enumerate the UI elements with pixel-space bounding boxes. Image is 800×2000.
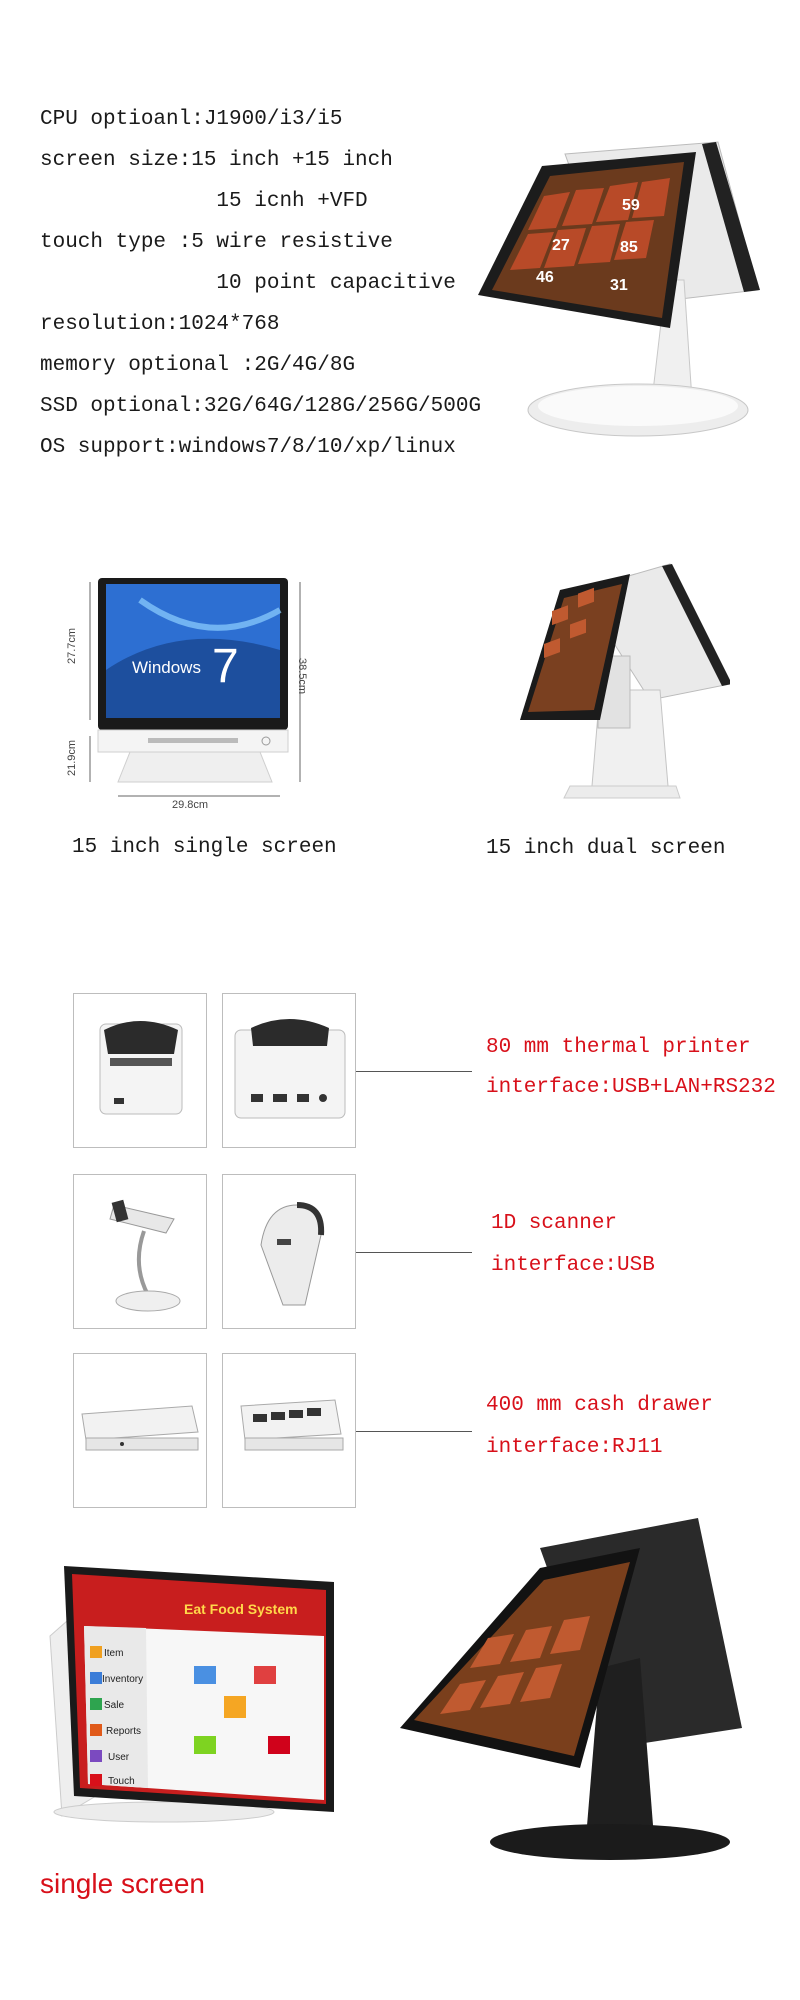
- price-label: 46: [536, 269, 554, 286]
- scanner-connector-line: [356, 1252, 472, 1253]
- menu-item-label: Item: [104, 1648, 123, 1659]
- dimension-total: 38.5cm: [296, 657, 309, 695]
- dual-screen-caption: 15 inch dual screen: [486, 837, 726, 860]
- windows-number: 7: [212, 640, 239, 693]
- spec-ssd: SSD optional:32G/64G/128G/256G/500G: [40, 395, 482, 418]
- printer-front-photo: [73, 993, 207, 1148]
- price-label: 59: [622, 197, 640, 214]
- printer-interface: interface:USB+LAN+RS232: [486, 1076, 776, 1099]
- spec-os: OS support:windows7/8/10/xp/linux: [40, 436, 456, 459]
- single-screen-caption: 15 inch single screen: [72, 836, 337, 859]
- single-screen-label: single screen: [40, 1868, 205, 1899]
- cash-drawer-name: 400 mm cash drawer: [486, 1394, 713, 1417]
- dimension-width: 29.8cm: [172, 799, 209, 811]
- menu-item-label: User: [108, 1752, 130, 1763]
- scanner-handheld-photo: [222, 1174, 356, 1329]
- printer-connector-line: [356, 1071, 472, 1072]
- menu-item-label: Reports: [106, 1726, 141, 1737]
- dual-screen-product-image: [520, 563, 730, 799]
- dimension-base: 21.9cm: [66, 739, 79, 777]
- printer-name: 80 mm thermal printer: [486, 1036, 751, 1059]
- spec-memory: memory optional :2G/4G/8G: [40, 354, 356, 377]
- spec-screen-size-alt: 15 icnh +VFD: [40, 190, 368, 213]
- price-label: 85: [620, 239, 638, 256]
- app-title: Eat Food System: [184, 1601, 298, 1617]
- cash-drawer-connector-line: [356, 1431, 472, 1432]
- single-screen-pos-photo: Item Inventory Sale Reports User Touch E…: [49, 1566, 334, 1823]
- printer-back-photo: [222, 993, 356, 1148]
- menu-item-label: Touch: [108, 1776, 135, 1787]
- menu-item-label: Sale: [104, 1700, 124, 1711]
- scanner-name: 1D scanner: [491, 1212, 618, 1235]
- spec-touch-type: touch type :5 wire resistive: [40, 231, 393, 254]
- menu-item-label: Inventory: [102, 1674, 143, 1685]
- price-label: 27: [552, 237, 570, 254]
- cash-drawer-closed-photo: [73, 1353, 207, 1508]
- windows-label: Windows: [132, 658, 201, 677]
- spec-screen-size: screen size:15 inch +15 inch: [40, 149, 393, 172]
- scanner-stand-photo: [73, 1174, 207, 1329]
- price-label: 31: [610, 277, 628, 294]
- dual-pos-top-image: 59 27 85 46 31: [478, 141, 760, 437]
- spec-touch-type-alt: 10 point capacitive: [40, 272, 456, 295]
- cash-drawer-open-photo: [222, 1353, 356, 1508]
- scanner-interface: interface:USB: [491, 1254, 655, 1277]
- single-screen-product-image: Windows 7 27.7cm 38.5cm 21.9cm 29.8cm: [60, 560, 320, 811]
- cash-drawer-interface: interface:RJ11: [486, 1436, 663, 1459]
- spec-resolution: resolution:1024*768: [40, 313, 280, 336]
- spec-cpu: CPU optioanl:J1900/i3/i5: [40, 108, 343, 131]
- black-dual-pos-photo: [400, 1518, 742, 1860]
- dimension-height: 27.7cm: [66, 627, 79, 665]
